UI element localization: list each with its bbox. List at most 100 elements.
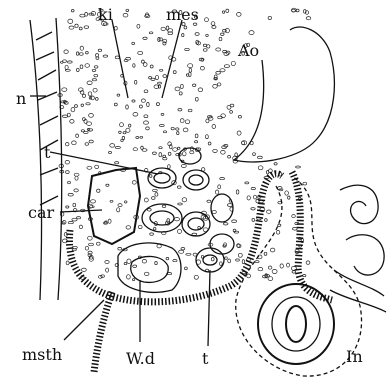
mesenchyme-cell — [87, 122, 92, 126]
mesenchyme-cell — [159, 147, 162, 149]
mesenchyme-cell — [87, 166, 92, 169]
mesenchyme-cell — [137, 24, 140, 28]
mesenchyme-cell — [62, 88, 67, 92]
leader-t-lower — [208, 270, 210, 346]
mesenchyme-cell — [223, 223, 228, 225]
mesenchyme-cell — [268, 16, 271, 19]
mesenchyme-cell — [94, 74, 98, 77]
mesenchyme-cell — [89, 243, 94, 246]
mesenchyme-cell — [92, 79, 96, 81]
mesenchyme-cell — [150, 65, 153, 68]
label-in: In — [346, 347, 363, 366]
mesenchyme-cell — [63, 115, 68, 118]
mesenchyme-cell — [219, 37, 222, 41]
mesenchyme-cell — [214, 75, 217, 79]
mesenchyme-cell — [70, 120, 74, 124]
mesenchyme-cell — [224, 65, 229, 68]
mesenchyme-cell — [141, 99, 145, 102]
mesenchyme-cell — [249, 31, 254, 35]
mesenchyme-cell — [126, 226, 131, 229]
mesenchyme-cell — [133, 113, 138, 117]
mesenchyme-cell — [80, 65, 83, 69]
mesenchyme-cell — [115, 56, 119, 59]
mesenchyme-cell — [95, 98, 98, 101]
neural-strip-right — [56, 18, 62, 300]
mesenchyme-cell — [72, 141, 77, 145]
mesenchyme-cell — [215, 190, 218, 194]
mesenchyme-cell — [188, 109, 192, 112]
mesenchyme-cell — [185, 48, 190, 50]
mesenchyme-cell — [216, 71, 221, 74]
mesenchyme-cell — [117, 94, 120, 96]
mesenchyme-cell — [225, 28, 229, 32]
mesenchyme-cell — [152, 152, 156, 154]
label-msth: msth — [22, 345, 62, 364]
mesenchyme-cell — [133, 148, 137, 151]
mesenchyme-cell — [86, 103, 90, 105]
mesenchyme-cell — [159, 125, 164, 127]
mesenchyme-cell — [175, 87, 180, 91]
mesenchyme-cell — [207, 45, 210, 48]
mesenchyme-cell — [272, 270, 277, 274]
mesenchyme-cell — [68, 222, 73, 224]
mesenchyme-cell — [195, 33, 199, 36]
mesenchyme-cell — [163, 42, 166, 45]
mesenchyme-cell — [227, 204, 232, 207]
mesenchyme-cell — [159, 153, 162, 157]
neural-strip-left — [30, 20, 42, 300]
mesenchyme-cell — [193, 84, 196, 87]
mesenchyme-cell — [91, 200, 96, 203]
mesenchyme-cell — [211, 22, 215, 26]
mesenchyme-cell — [237, 131, 241, 135]
mesenchyme-cell — [195, 134, 198, 138]
mesenchyme-cell — [179, 92, 182, 95]
mesenchyme-cell — [88, 92, 92, 96]
mesenchyme-cell — [94, 66, 98, 68]
mesenchyme-cell — [118, 247, 122, 250]
mesenchyme-cell — [159, 38, 163, 41]
mesenchyme-cell — [132, 181, 136, 185]
mesenchyme-cell — [72, 249, 76, 251]
mesenchyme-cell — [73, 203, 76, 207]
mesenchyme-cell — [163, 131, 166, 133]
mesenchyme-cell — [168, 165, 171, 169]
mesothelium-tail — [94, 292, 112, 372]
mesenchyme-cell — [88, 236, 93, 240]
mesenchyme-cell — [232, 220, 237, 223]
wolffian-duct — [118, 243, 181, 292]
mesenchyme-cell — [303, 182, 307, 185]
mesenchyme-cell — [127, 259, 131, 263]
mesenchyme-cell — [185, 267, 188, 270]
mesenchyme-cell — [74, 173, 79, 176]
mesenchyme-cell — [79, 27, 82, 30]
mesenchyme-cell — [212, 125, 216, 129]
mesenchyme-cell — [221, 114, 226, 118]
mesenchyme-cell — [153, 228, 156, 231]
mesenchyme-cell — [208, 142, 211, 145]
mesenchyme-cell — [162, 205, 166, 208]
mesenchyme-cell — [64, 50, 68, 54]
mesenchyme-cell — [238, 253, 242, 257]
mesenchyme-cell — [95, 165, 99, 168]
mesenchyme-cell — [84, 26, 89, 29]
mesenchyme-cell — [147, 102, 150, 106]
mesenchyme-cell — [177, 132, 179, 135]
mesenchyme-cell — [195, 97, 198, 101]
mesenchyme-cell — [81, 130, 84, 132]
mesenchyme-cell — [181, 84, 184, 88]
mesenchyme-cell — [132, 42, 135, 44]
mesenchyme-cell — [124, 201, 127, 203]
label-wd: W.d — [126, 349, 155, 368]
mesenchyme-cell — [168, 152, 171, 155]
mesenchyme-cell — [68, 193, 73, 196]
mesenchyme-cell — [280, 264, 283, 268]
mesenchyme-cell — [77, 217, 81, 219]
mesenchyme-cell — [285, 191, 289, 195]
mesenchyme-cell — [75, 24, 78, 27]
mesenchyme-cell — [81, 104, 84, 106]
mesenchyme-cell — [182, 34, 184, 37]
mesenchyme-cell — [217, 83, 221, 86]
mesenchyme-cell — [270, 248, 275, 252]
mesenchyme-cell — [85, 246, 88, 250]
mesenchyme-cell — [126, 275, 130, 279]
